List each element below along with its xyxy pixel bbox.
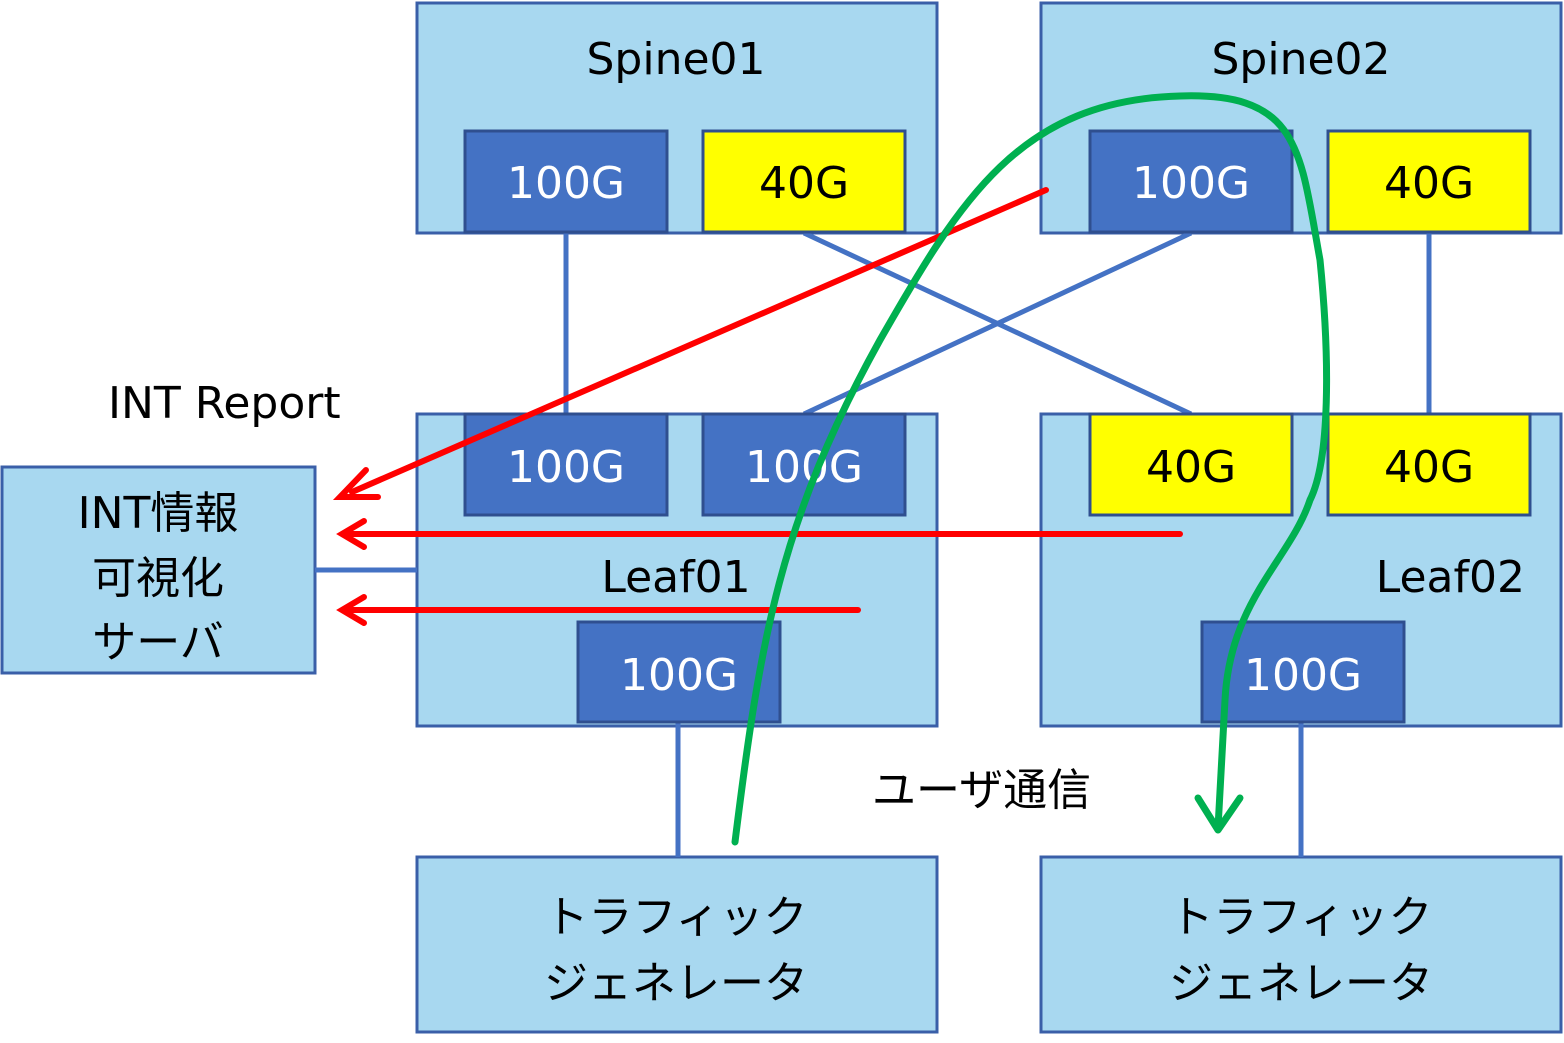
tg1-line-1: トラフィック xyxy=(544,892,807,943)
spine02-port-100g xyxy=(1088,129,1294,234)
user-traffic-flow xyxy=(731,92,1331,846)
leaf02-port-40g-b-label: 40G xyxy=(1384,442,1474,493)
spine02-port-40g-label: 40G xyxy=(1384,158,1474,209)
spine02-label: Spine02 xyxy=(1211,34,1390,85)
int-server-box xyxy=(0,465,317,675)
spine01-port-100g-label: 100G xyxy=(507,158,625,209)
int-report-label: INT Report xyxy=(108,378,341,429)
leaf01-label: Leaf01 xyxy=(601,552,750,603)
spine02-port-100g-label: 100G xyxy=(1132,158,1250,209)
tg1-line-2: ジェネレータ xyxy=(544,958,808,1009)
tg2-line-1: トラフィック xyxy=(1169,892,1432,943)
leaf01-port-100g-c-label: 100G xyxy=(620,650,738,701)
user-traffic-path xyxy=(731,92,1331,846)
tg2-line-2: ジェネレータ xyxy=(1169,958,1433,1009)
spine02-port-40g xyxy=(1326,129,1532,234)
user-traffic-label: ユーザ通信 xyxy=(872,765,1091,816)
int-arrowhead-1 xyxy=(332,467,381,500)
int-server-line-1: INT情報 xyxy=(78,488,239,539)
leaf01-port-100g-c xyxy=(576,620,782,724)
leaf02-port-100g-label: 100G xyxy=(1244,650,1362,701)
traffic-generator-1-box xyxy=(415,855,939,1034)
traffic-generator-2-box xyxy=(1039,855,1563,1034)
int-arrowhead-3 xyxy=(336,594,367,626)
spine01-label: Spine01 xyxy=(586,34,765,85)
spine01-port-40g xyxy=(701,129,907,234)
int-server-line-3: サーバ xyxy=(92,617,224,668)
spine01-port-40g-label: 40G xyxy=(759,158,849,209)
leaf02-label: Leaf02 xyxy=(1376,552,1525,603)
leaf01-port-100g-a-label: 100G xyxy=(507,442,625,493)
leaf02-port-40g-b xyxy=(1326,412,1532,517)
leaf02-port-40g-a-label: 40G xyxy=(1146,442,1236,493)
spine01-port-100g xyxy=(463,129,669,234)
int-server-line-2: 可視化 xyxy=(92,553,224,604)
links xyxy=(315,230,1432,857)
int-arrowhead-2 xyxy=(336,518,367,550)
link-spine02-leaf01 xyxy=(802,230,1193,417)
int-arrow-from-spine02 xyxy=(349,187,1049,495)
user-traffic-arrowhead xyxy=(1194,794,1244,834)
leaf01-port-100g-b-label: 100G xyxy=(745,442,863,493)
leaf02-port-40g-a xyxy=(1088,412,1294,517)
